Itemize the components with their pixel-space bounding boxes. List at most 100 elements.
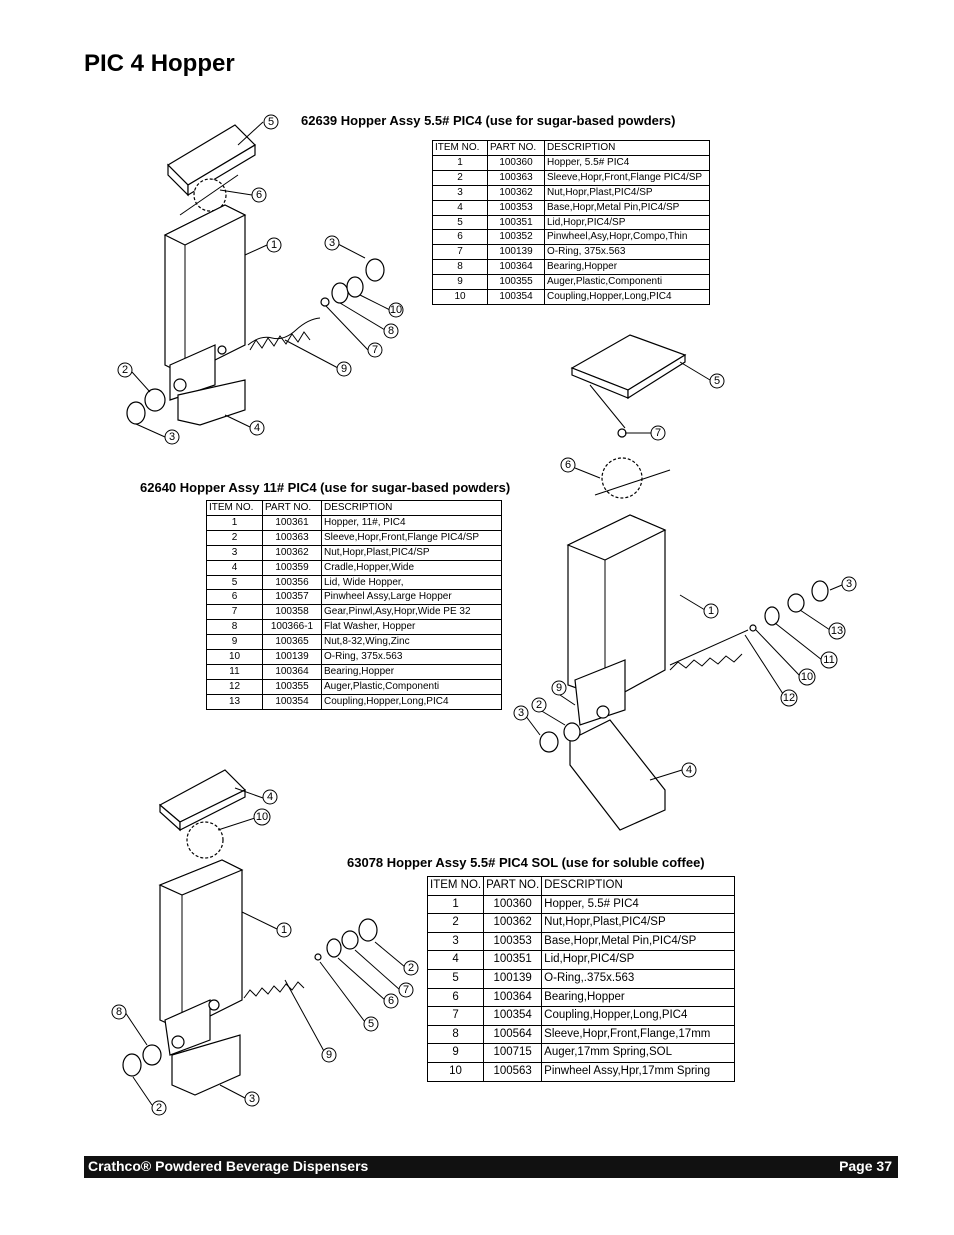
description-cell: Nut,Hopr,Plast,PIC4/SP (541, 913, 736, 933)
svg-text:10: 10 (256, 811, 268, 823)
callout: 10 (388, 302, 404, 318)
callouts-62639: 5 6 1 3 10 8 7 9 2 3 4 (117, 114, 404, 445)
callout: 3 (513, 705, 529, 721)
svg-text:10: 10 (390, 304, 402, 316)
svg-text:2: 2 (408, 962, 414, 974)
section-title-63078: 63078 Hopper Assy 5.5# PIC4 SOL (use for… (347, 855, 705, 870)
svg-text:9: 9 (556, 682, 562, 694)
svg-text:3: 3 (249, 1093, 255, 1105)
callouts-63078: 4 10 1 2 7 6 5 9 8 2 3 (111, 789, 419, 1116)
item-no-cell: 10 (426, 1061, 485, 1082)
callout: 11 (820, 651, 838, 669)
callout: 5 (709, 373, 725, 389)
callout: 3 (244, 1091, 260, 1107)
svg-text:2: 2 (122, 364, 128, 376)
svg-text:8: 8 (116, 1006, 122, 1018)
part-no-cell: 100353 (483, 931, 543, 952)
svg-text:5: 5 (368, 1018, 374, 1030)
description-cell: Coupling,Hopper,Long,PIC4 (321, 693, 502, 710)
part-no-cell: 100715 (483, 1043, 543, 1063)
callout: 3 (841, 576, 857, 592)
part-no-cell: 100354 (262, 693, 322, 710)
callout: 2 (403, 960, 419, 976)
svg-text:6: 6 (256, 189, 262, 201)
svg-text:3: 3 (329, 237, 335, 249)
svg-text:3: 3 (518, 707, 524, 719)
wide-cradle (569, 719, 666, 831)
part-no-cell: 100364 (483, 987, 543, 1008)
svg-text:7: 7 (372, 344, 378, 356)
svg-text:10: 10 (801, 671, 813, 683)
sol-base (171, 1034, 241, 1096)
callout: 6 (251, 187, 267, 203)
callout: 2 (117, 362, 133, 378)
col-item-no: ITEM NO. (426, 876, 485, 896)
table-header-row: ITEM NO. PART NO. DESCRIPTION (426, 876, 736, 896)
svg-text:3: 3 (846, 578, 852, 590)
svg-text:12: 12 (783, 692, 795, 704)
svg-text:7: 7 (403, 984, 409, 996)
coupling (346, 276, 364, 298)
callout: 2 (531, 697, 547, 713)
svg-text:7: 7 (655, 427, 661, 439)
callout: 4 (249, 420, 265, 436)
part-no-cell: 100563 (483, 1061, 543, 1082)
callout: 8 (111, 1004, 127, 1020)
auger (247, 317, 321, 346)
part-no-cell: 100354 (483, 1006, 543, 1026)
svg-text:5: 5 (268, 116, 274, 128)
part-no-cell: 100351 (483, 950, 543, 970)
pinwheel (193, 178, 227, 212)
footer-page-number: Page 37 (839, 1158, 892, 1174)
callout: 3 (324, 235, 340, 251)
sol-auger (243, 981, 305, 999)
page-title: PIC 4 Hopper (84, 50, 235, 77)
svg-text:9: 9 (326, 1049, 332, 1061)
callout: 9 (336, 361, 352, 377)
svg-text:4: 4 (267, 791, 273, 803)
callout: 9 (551, 680, 567, 696)
callout: 9 (321, 1047, 337, 1063)
svg-text:4: 4 (254, 422, 260, 434)
callout: 6 (560, 457, 576, 473)
section-title-62640: 62640 Hopper Assy 11# PIC4 (use for suga… (140, 480, 511, 495)
callout: 6 (383, 993, 399, 1009)
section-title-62639: 62639 Hopper Assy 5.5# PIC4 (use for sug… (301, 113, 676, 128)
hopper-nut (365, 258, 385, 282)
svg-text:13: 13 (831, 625, 843, 637)
large-pinwheel (601, 457, 643, 499)
diagram-63078 (122, 769, 406, 1106)
callout: 13 (828, 622, 846, 640)
callout: 7 (367, 342, 383, 358)
callout: 1 (703, 603, 719, 619)
svg-text:1: 1 (281, 924, 287, 936)
description-cell: Pinwheel Assy,Hpr,17mm Spring (541, 1061, 736, 1082)
callout: 10 (253, 808, 271, 826)
svg-text:2: 2 (536, 699, 542, 711)
callout: 2 (151, 1100, 167, 1116)
callout: 10 (798, 668, 816, 686)
svg-text:2: 2 (156, 1102, 162, 1114)
callout: 3 (164, 429, 180, 445)
footer-product-name: Crathco® Powdered Beverage Dispensers (88, 1158, 369, 1174)
diagram-62639 (126, 121, 391, 438)
sol-pinwheel (186, 821, 224, 859)
callout: 5 (363, 1016, 379, 1032)
callout: 12 (780, 689, 798, 707)
